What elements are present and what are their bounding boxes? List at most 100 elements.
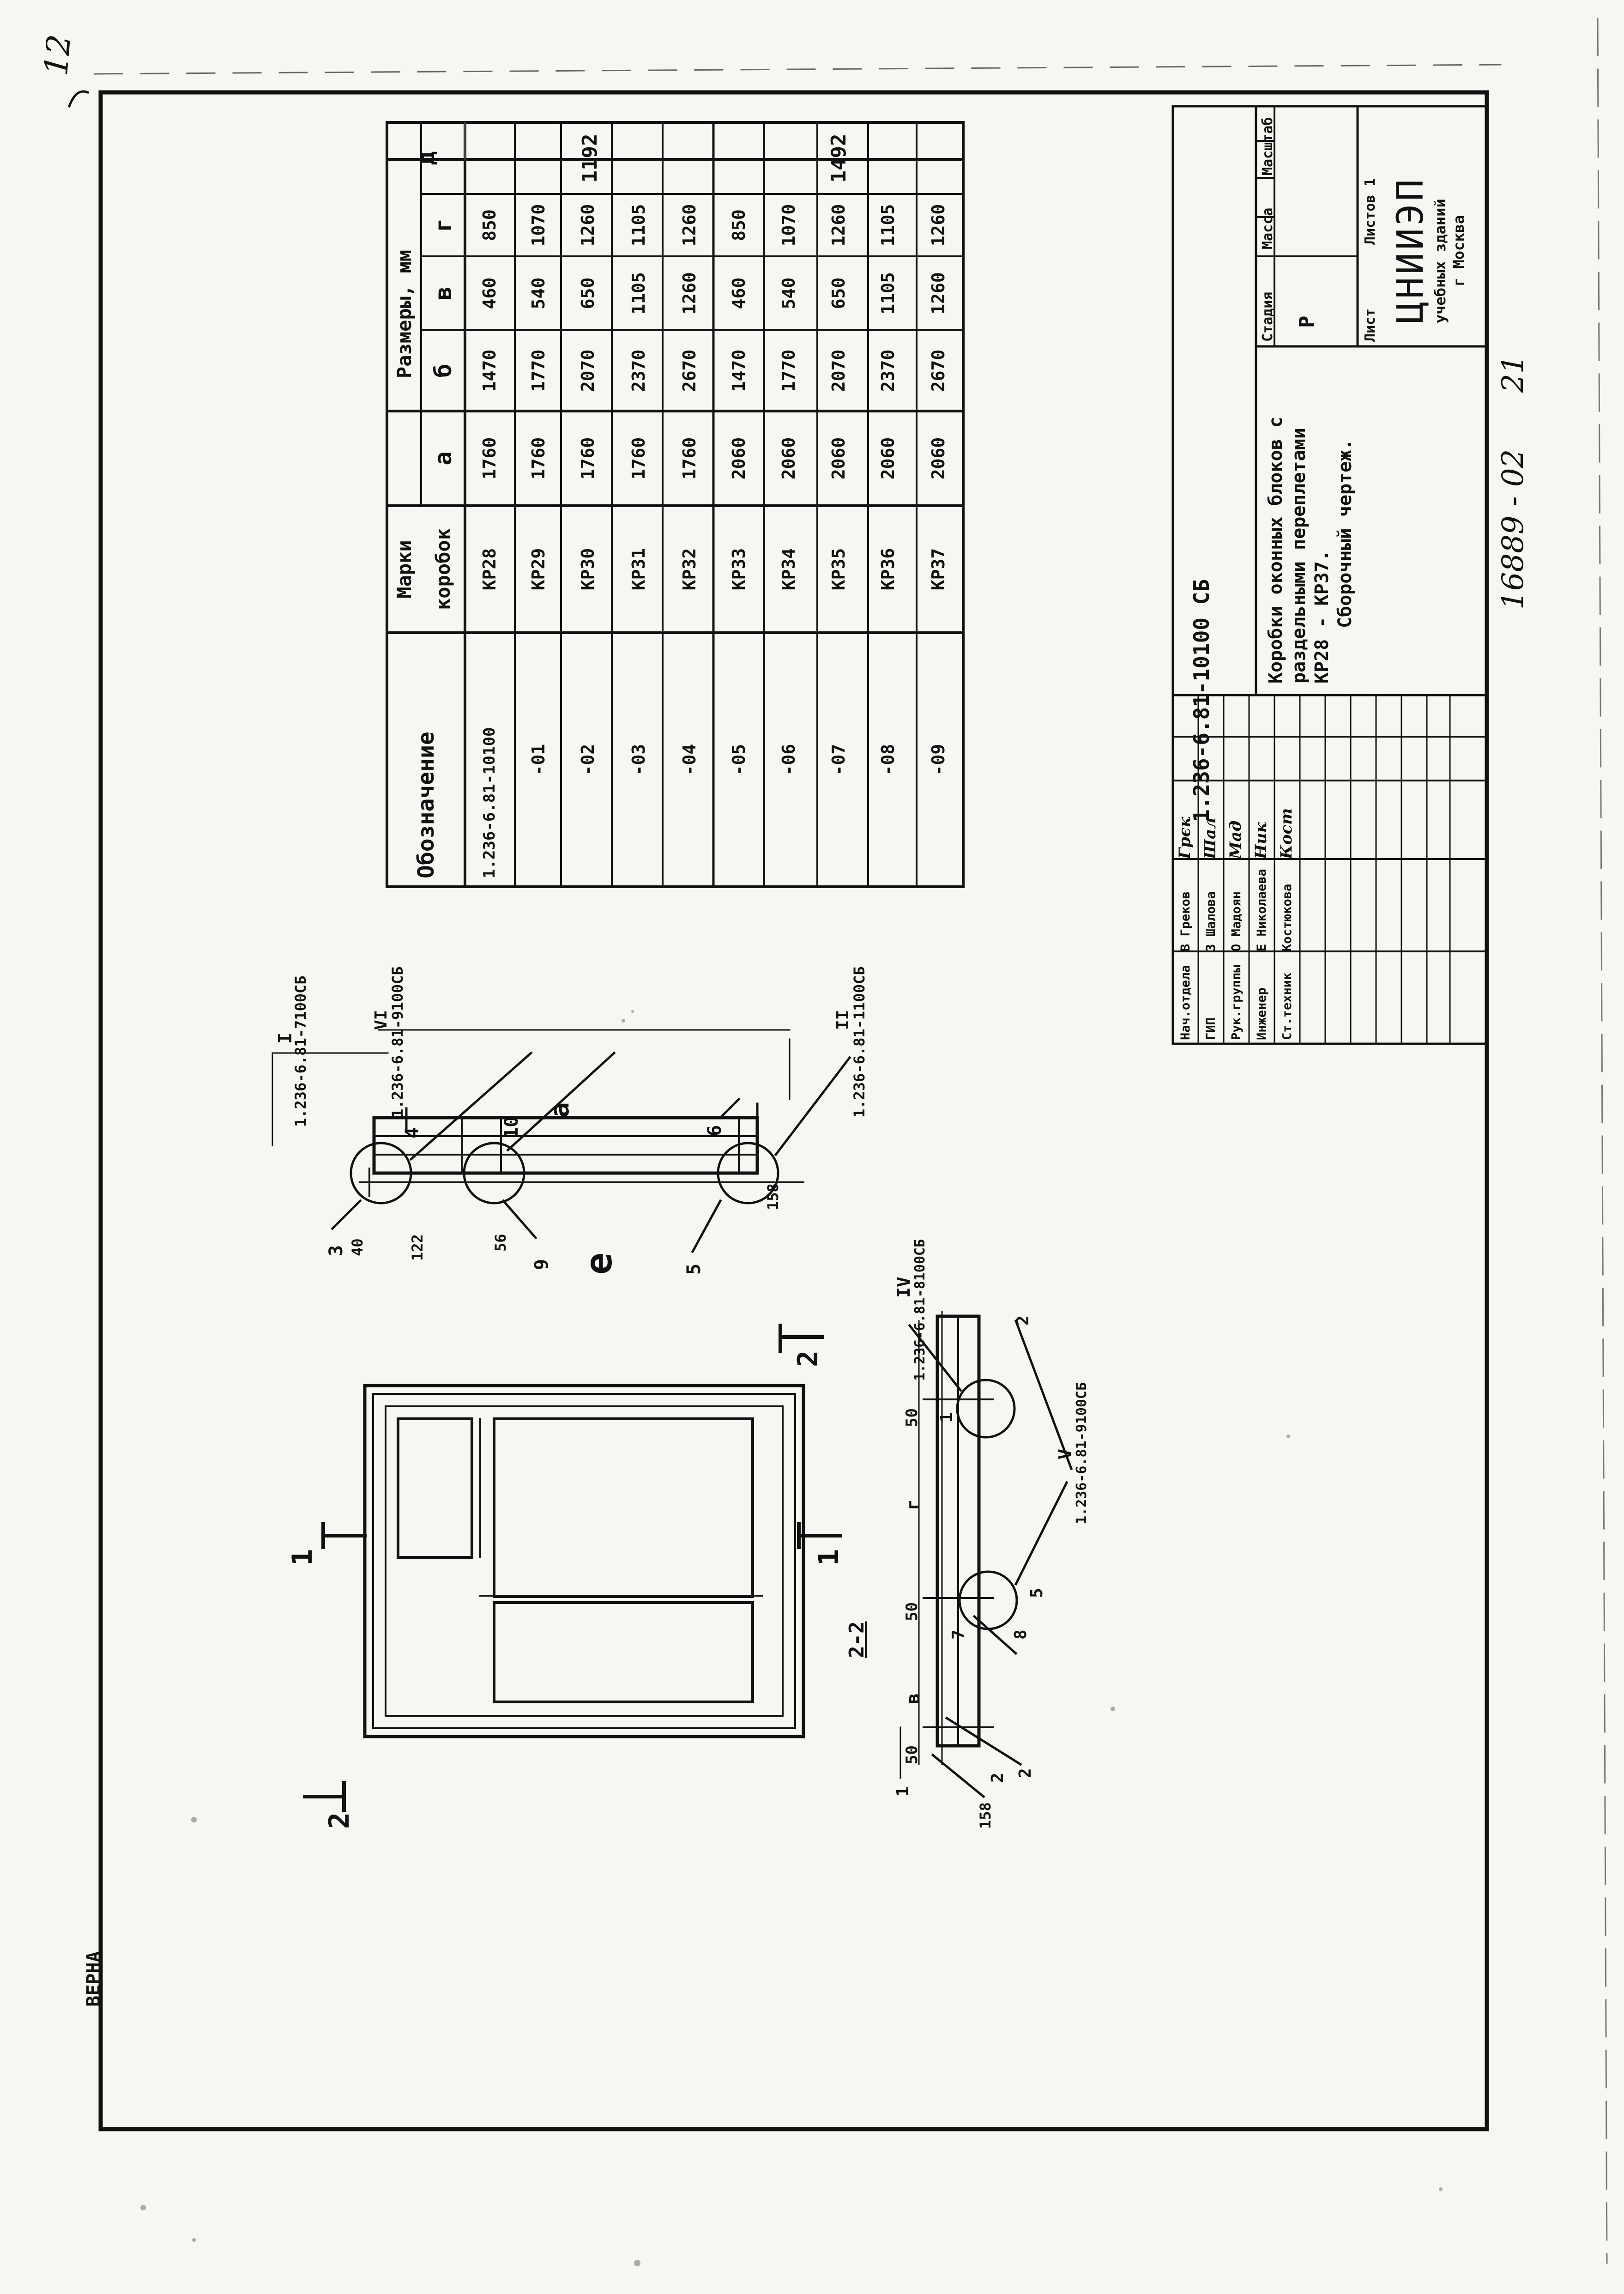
pos-9: 9 (531, 1259, 552, 1270)
signature-name: З Шалова (1204, 891, 1218, 951)
signature-mark: Γрєк (1176, 817, 1194, 859)
side-stamp: ВЕРНА (83, 1951, 104, 2007)
stamp-header-mass: Масса (1260, 207, 1276, 249)
cell-designation: -04 (679, 744, 700, 776)
title-line-4: Сборочный чертеж. (1334, 439, 1356, 628)
callout-V-ref: 1.236-6.81-9100СБ (1074, 1382, 1090, 1524)
cell-b: 2370 (628, 349, 649, 392)
cell-b: 2670 (928, 349, 948, 392)
cell-a: 2060 (878, 437, 898, 480)
cell-a: 2060 (778, 437, 799, 480)
callout-V-roman: V (1055, 1449, 1075, 1459)
signature-mark: Кост (1277, 808, 1296, 859)
cell-mark: КР29 (528, 548, 549, 591)
dim-50-c: 50 (903, 1745, 921, 1764)
cell-designation: 1.236-6.81-10100 (480, 727, 499, 878)
stamp-stage-value: Р (1295, 315, 1319, 328)
dim-a: а (545, 1102, 575, 1118)
cell-a: 1760 (578, 437, 598, 480)
pos-5: 5 (683, 1263, 705, 1275)
cell-v: 540 (528, 277, 549, 309)
cell-g: 1260 (679, 204, 700, 247)
title-line-2: раздельными переплетами (1288, 428, 1310, 684)
signature-mark: Ник (1252, 822, 1270, 859)
signature-name: Е Николаева (1255, 869, 1269, 951)
d-group-1: 1192 (578, 133, 602, 183)
cell-mark: КР30 (578, 548, 598, 591)
signature-role: Инженер (1255, 987, 1269, 1040)
cell-designation: -07 (828, 744, 849, 776)
cell-a: 1760 (679, 437, 700, 480)
cell-a: 1760 (479, 437, 500, 480)
cell-designation: -09 (928, 744, 948, 776)
cell-g: 1260 (578, 204, 598, 247)
callout-IV-ref: 1.236-6.81-8100СБ (912, 1239, 928, 1381)
signature-mark: Мад (1226, 820, 1245, 859)
header-col-v: в (429, 286, 457, 301)
cell-v: 540 (778, 277, 799, 309)
callout-I-ref: 1.236-6.81-7100СБ (292, 975, 309, 1127)
cell-designation: -06 (778, 744, 799, 776)
corner-note: 12 (37, 33, 78, 78)
cell-v: 460 (729, 277, 749, 309)
cell-b: 1770 (778, 349, 799, 392)
sheet-frame (98, 90, 1489, 2131)
cell-mark: КР32 (679, 548, 700, 591)
cell-g: 1105 (878, 204, 898, 247)
corner-mark (67, 90, 90, 108)
cell-mark: КР36 (878, 548, 898, 591)
cut-label-1-right: 1 (813, 1549, 845, 1566)
org-line-2: учебных зданий (1431, 199, 1449, 323)
pos-22-2b: 2 (988, 1773, 1007, 1783)
callout-II-ref: 1.236-6.81-1100СБ (851, 966, 868, 1118)
pos-3: 3 (326, 1245, 347, 1256)
cell-g: 1260 (828, 204, 849, 247)
dim-122: 122 (409, 1234, 426, 1261)
cell-g: 1070 (778, 204, 799, 247)
header-mark-line1: Марки (392, 540, 416, 599)
cell-b: 1770 (528, 349, 549, 392)
dim-v: в (903, 1693, 924, 1704)
sheet-page: 21 (1496, 355, 1530, 393)
section-2-2 (900, 1311, 1073, 1798)
stamp-header-stage: Стадия (1260, 291, 1276, 342)
pos-22-1b: 1 (894, 1786, 912, 1797)
cell-designation: -01 (528, 744, 549, 776)
cell-v: 1105 (878, 272, 898, 315)
window-elevation (303, 1324, 842, 1812)
cell-designation: -08 (878, 744, 898, 776)
title-line-1: Коробки оконных блоков с (1265, 417, 1286, 684)
section-2-2-title: 2-2 (845, 1621, 869, 1658)
signature-role: Нач.отдела (1178, 965, 1193, 1040)
signature-role: Ст.техник (1280, 972, 1294, 1040)
cell-b: 2370 (878, 349, 898, 392)
signature-mark: Шал (1201, 817, 1220, 859)
cell-v: 650 (828, 277, 849, 309)
cell-g: 850 (479, 209, 500, 241)
stamp-header-scale: Масштаб (1260, 117, 1276, 176)
callout-VI-roman: VI (372, 1010, 391, 1030)
cell-designation: -03 (628, 744, 649, 776)
cell-designation: -02 (578, 744, 598, 776)
sheet-code: 16889 - 02 (1496, 449, 1530, 610)
cell-b: 2070 (578, 349, 598, 392)
dim-50-a: 50 (903, 1408, 921, 1427)
section-1-1 (272, 1029, 851, 1253)
cell-g: 1260 (928, 204, 948, 247)
cell-a: 2060 (828, 437, 849, 480)
cell-v: 1260 (679, 272, 700, 315)
cell-b: 2070 (828, 349, 849, 392)
signature-role: Рук.группы (1229, 965, 1244, 1040)
dim-40: 40 (349, 1238, 366, 1256)
cell-mark: КР35 (828, 548, 849, 591)
cell-g: 1105 (628, 204, 649, 247)
header-col-b: б (429, 363, 457, 378)
cell-a: 2060 (729, 437, 749, 480)
cell-g: 850 (729, 209, 749, 241)
cut-label-1-left: 1 (286, 1549, 319, 1566)
cell-mark: КР31 (628, 548, 649, 591)
org-line-1: ЦНИИЭП (1390, 176, 1431, 323)
cell-v: 460 (479, 277, 500, 309)
